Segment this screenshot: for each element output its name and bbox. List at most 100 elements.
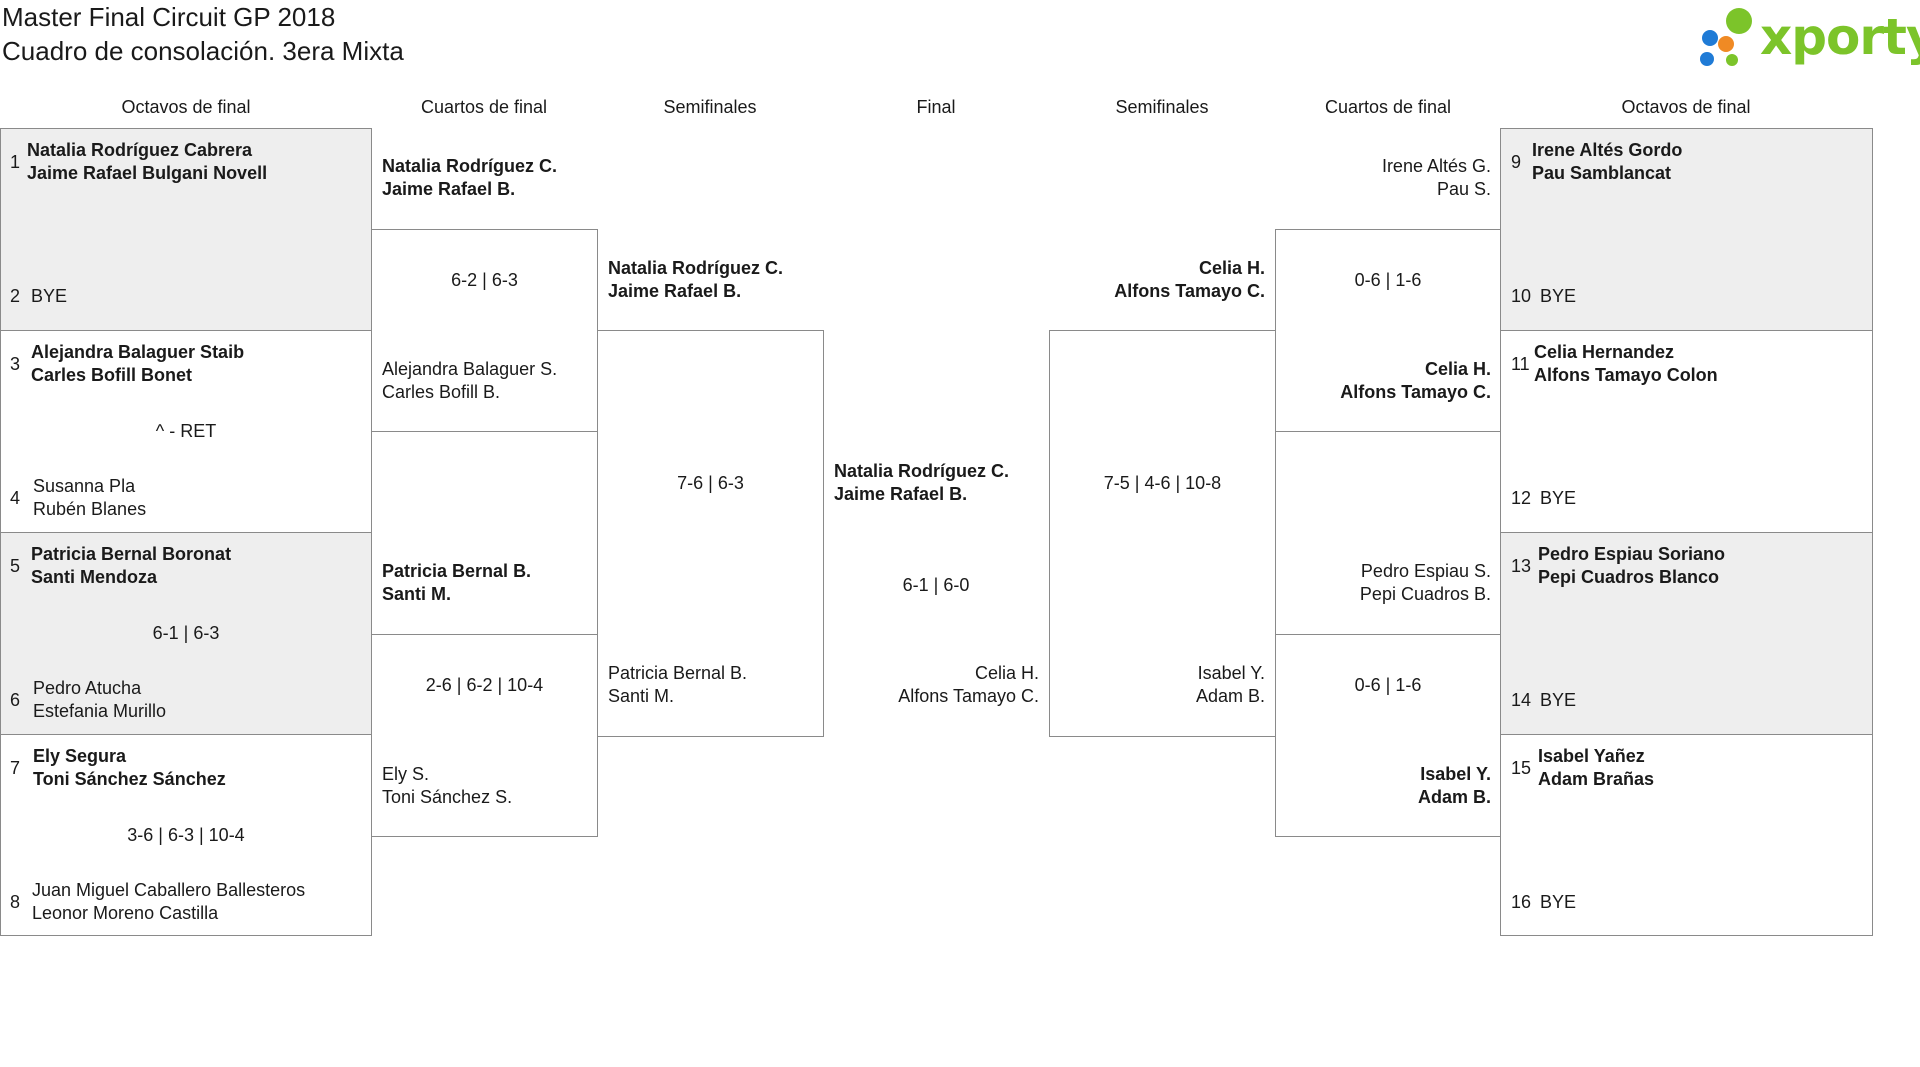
bye-label: BYE	[31, 286, 68, 306]
player-name: Isabel Y.	[1420, 764, 1491, 784]
player-name: Adam B.	[1195, 686, 1265, 706]
team-13: Pedro Espiau Soriano Pepi Cuadros Blanco	[1538, 543, 1725, 589]
score-semis-right: 7-5 | 4-6 | 10-8	[1103, 473, 1222, 493]
semis-right-bottom: Isabel Y. Adam B.	[1196, 662, 1265, 708]
team-6: Pedro Atucha Estefania Murillo	[33, 677, 166, 723]
player-name: Estefania Murillo	[33, 701, 167, 721]
player-name: Susanna Pla	[33, 476, 136, 496]
player-name: Toni Sánchez Sánchez	[33, 769, 226, 789]
final-top: Natalia Rodríguez C. Jaime Rafael B.	[834, 460, 1009, 506]
match-octavos-5	[1500, 128, 1873, 331]
player-name: Natalia Rodríguez C.	[382, 156, 558, 176]
page-subtitle: Cuadro de consolación. 3era Mixta	[2, 36, 404, 66]
team-5: Patricia Bernal Boronat Santi Mendoza	[31, 543, 231, 589]
player-name: Jaime Rafael B.	[608, 281, 742, 301]
player-name: Alfons Tamayo C.	[1114, 281, 1265, 301]
seed-5: 5	[10, 556, 21, 576]
team-15: Isabel Yañez Adam Brañas	[1538, 745, 1654, 791]
logo-dot-blue-small	[1700, 52, 1714, 66]
header-semis-right: Semifinales	[1115, 97, 1209, 117]
player-name: Alejandra Balaguer S.	[382, 359, 558, 379]
logo-dot-blue	[1702, 30, 1718, 46]
player-name: Jaime Rafael Bulgani Novell	[27, 163, 268, 183]
player-name: Carles Bofill Bonet	[31, 365, 193, 385]
seed-8: 8	[10, 892, 21, 912]
seed-6: 6	[10, 690, 21, 710]
match-octavos-1	[0, 128, 372, 331]
cuartos-right-1-bottom: Celia H. Alfons Tamayo C.	[1340, 358, 1491, 404]
seed-10: 10	[1511, 286, 1532, 306]
team-14: BYE	[1540, 689, 1576, 712]
semis-left-top: Natalia Rodríguez C. Jaime Rafael B.	[608, 257, 783, 303]
player-name: Adam B.	[1417, 787, 1491, 807]
player-name: Carles Bofill B.	[382, 382, 501, 402]
header-octavos-left: Octavos de final	[121, 97, 251, 117]
final-bottom: Celia H. Alfons Tamayo C.	[898, 662, 1039, 708]
seed-14: 14	[1511, 690, 1532, 710]
team-16: BYE	[1540, 891, 1576, 914]
player-name: Adam Brañas	[1538, 769, 1655, 789]
bye-label: BYE	[1540, 488, 1577, 508]
logo-text: xporty	[1760, 8, 1920, 66]
score-octavos-4: 3-6 | 6-3 | 10-4	[127, 825, 245, 845]
team-3: Alejandra Balaguer Staib Carles Bofill B…	[31, 341, 244, 387]
score-cuartos-right-1: 0-6 | 1-6	[1354, 270, 1422, 290]
player-name: Celia H.	[974, 663, 1039, 683]
player-name: Pau S.	[1436, 179, 1491, 199]
seed-16: 16	[1511, 892, 1532, 912]
seed-4: 4	[10, 488, 21, 508]
player-name: Celia H.	[1424, 359, 1491, 379]
xporty-logo[interactable]: xporty	[1696, 4, 1920, 72]
player-name: Alfons Tamayo C.	[1340, 382, 1491, 402]
header-cuartos-right: Cuartos de final	[1324, 97, 1452, 117]
player-name: Pedro Atucha	[33, 678, 142, 698]
team-7: Ely Segura Toni Sánchez Sánchez	[33, 745, 226, 791]
player-name: Alejandra Balaguer Staib	[31, 342, 245, 362]
player-name: Patricia Bernal B.	[382, 561, 532, 581]
seed-7: 7	[10, 758, 21, 778]
player-name: Pedro Espiau S.	[1360, 561, 1491, 581]
score-cuartos-left-1: 6-2 | 6-3	[451, 270, 518, 290]
bye-label: BYE	[1540, 690, 1577, 710]
team-12: BYE	[1540, 487, 1576, 510]
team-11: Celia Hernandez Alfons Tamayo Colon	[1534, 341, 1718, 387]
player-name: Alfons Tamayo Colon	[1534, 365, 1718, 385]
score-semis-left: 7-6 | 6-3	[677, 473, 744, 493]
header-cuartos-left: Cuartos de final	[420, 97, 548, 117]
match-octavos-8	[1500, 734, 1873, 936]
player-name: Ely S.	[382, 764, 430, 784]
header-semis-left: Semifinales	[663, 97, 757, 117]
player-name: Celia H.	[1198, 258, 1265, 278]
player-name: Isabel Y.	[1197, 663, 1265, 683]
player-name: Ely Segura	[33, 746, 127, 766]
player-name: Alfons Tamayo C.	[898, 686, 1039, 706]
cuartos-left-1-bottom: Alejandra Balaguer S. Carles Bofill B.	[382, 358, 557, 404]
player-name: Natalia Rodríguez C.	[834, 461, 1010, 481]
team-10: BYE	[1540, 285, 1576, 308]
score-octavos-3: 6-1 | 6-3	[152, 623, 220, 643]
bye-label: BYE	[1540, 892, 1577, 912]
seed-3: 3	[10, 354, 21, 374]
team-2: BYE	[31, 285, 67, 308]
player-name: Santi Mendoza	[31, 567, 158, 587]
bye-label: BYE	[1540, 286, 1577, 306]
player-name: Irene Altés Gordo	[1532, 140, 1683, 160]
player-name: Juan Miguel Caballero Ballesteros	[32, 880, 306, 900]
header-final: Final	[916, 97, 956, 117]
player-name: Toni Sánchez S.	[382, 787, 513, 807]
match-semis-right	[1049, 330, 1276, 737]
player-name: Pepi Cuadros B.	[1359, 584, 1491, 604]
player-name: Rubén Blanes	[33, 499, 147, 519]
cuartos-right-2-top: Pedro Espiau S. Pepi Cuadros B.	[1360, 560, 1491, 606]
cuartos-left-2-top: Patricia Bernal B. Santi M.	[382, 560, 531, 606]
logo-dot-green	[1726, 8, 1752, 34]
player-name: Natalia Rodríguez C.	[608, 258, 784, 278]
player-name: Patricia Bernal B.	[608, 663, 748, 683]
player-name: Irene Altés G.	[1381, 156, 1491, 176]
header-octavos-right: Octavos de final	[1621, 97, 1751, 117]
seed-13: 13	[1511, 556, 1532, 576]
page-title: Master Final Circuit GP 2018	[2, 2, 336, 32]
score-cuartos-left-2: 2-6 | 6-2 | 10-4	[425, 675, 544, 695]
player-name: Pedro Espiau Soriano	[1538, 544, 1726, 564]
player-name: Jaime Rafael B.	[834, 484, 968, 504]
